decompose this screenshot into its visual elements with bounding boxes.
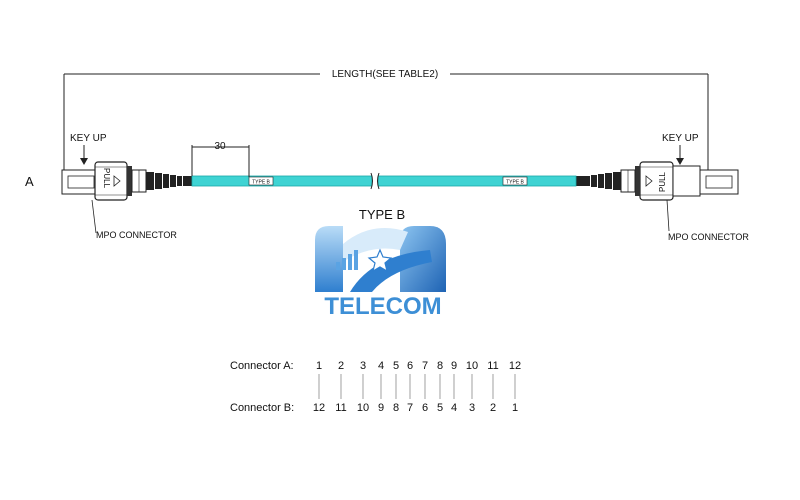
- cable-break-mark: [370, 172, 380, 190]
- pin-a-11: 11: [487, 360, 498, 372]
- pin-b-1: 12: [313, 402, 325, 414]
- type-label: TYPE B: [359, 207, 405, 222]
- pin-b-10: 3: [469, 402, 475, 414]
- dimension-30-label: 30: [214, 141, 226, 152]
- pin-b-4: 9: [378, 402, 384, 414]
- cable-tag-left-text: TYPE B: [252, 180, 270, 186]
- length-label: LENGTH(SEE TABLE2): [332, 69, 438, 80]
- pin-b-3: 10: [357, 402, 369, 414]
- pin-a-1: 1: [316, 360, 322, 372]
- key-up-right-arrow: [676, 145, 684, 165]
- pin-a-3: 3: [360, 360, 366, 372]
- logo-text: TELECOM: [324, 293, 441, 320]
- connector-a-label: Connector A:: [230, 360, 294, 372]
- mpo-connector-left-label: MPO CONNECTOR: [96, 230, 177, 240]
- connector-b-label: Connector B:: [230, 402, 294, 414]
- pin-b-9: 4: [451, 402, 457, 414]
- pin-mapping-lines: [318, 374, 516, 399]
- length-dimension: [63, 73, 709, 178]
- mpo-connector-right-label: MPO CONNECTOR: [668, 232, 749, 242]
- pin-b-7: 6: [422, 402, 428, 414]
- cable-tag-right: [502, 176, 528, 186]
- pin-a-10: 10: [466, 360, 478, 372]
- cable-segment-left: [191, 175, 373, 187]
- strain-relief-right: [576, 172, 621, 190]
- mpo-leader-left: [91, 199, 97, 234]
- pull-right-label: PULL: [658, 171, 667, 192]
- pin-a-5: 5: [393, 360, 399, 372]
- pin-b-5: 8: [393, 402, 399, 414]
- pin-b-12: 1: [512, 402, 518, 414]
- pin-a-2: 2: [338, 360, 344, 372]
- key-up-left-arrow: [80, 145, 88, 165]
- key-up-right-label: KEY UP: [662, 133, 699, 144]
- pin-a-9: 9: [451, 360, 457, 372]
- pin-b-8: 5: [437, 402, 443, 414]
- pin-b-2: 11: [335, 402, 346, 414]
- strain-relief-left: [146, 172, 192, 190]
- pin-a-7: 7: [422, 360, 428, 372]
- mpo-connector-right: [576, 161, 739, 201]
- end-a-label: A: [25, 174, 34, 189]
- pin-b-11: 2: [490, 402, 496, 414]
- pin-a-6: 6: [407, 360, 413, 372]
- mpo-connector-left: [61, 161, 192, 201]
- key-up-left-label: KEY UP: [70, 133, 107, 144]
- pull-left-label: PULL: [102, 168, 111, 189]
- cable-tag-left: [248, 176, 274, 186]
- telecom-logo: [315, 226, 446, 292]
- cable-tag-right-text: TYPE B: [506, 180, 524, 186]
- cable-segment-right: [377, 175, 577, 187]
- pin-a-4: 4: [378, 360, 384, 372]
- pin-a-8: 8: [437, 360, 443, 372]
- dimension-30: [191, 145, 250, 177]
- pin-b-6: 7: [407, 402, 413, 414]
- star-icon: [367, 248, 393, 273]
- pin-a-12: 12: [509, 360, 521, 372]
- mpo-leader-right: [666, 199, 670, 232]
